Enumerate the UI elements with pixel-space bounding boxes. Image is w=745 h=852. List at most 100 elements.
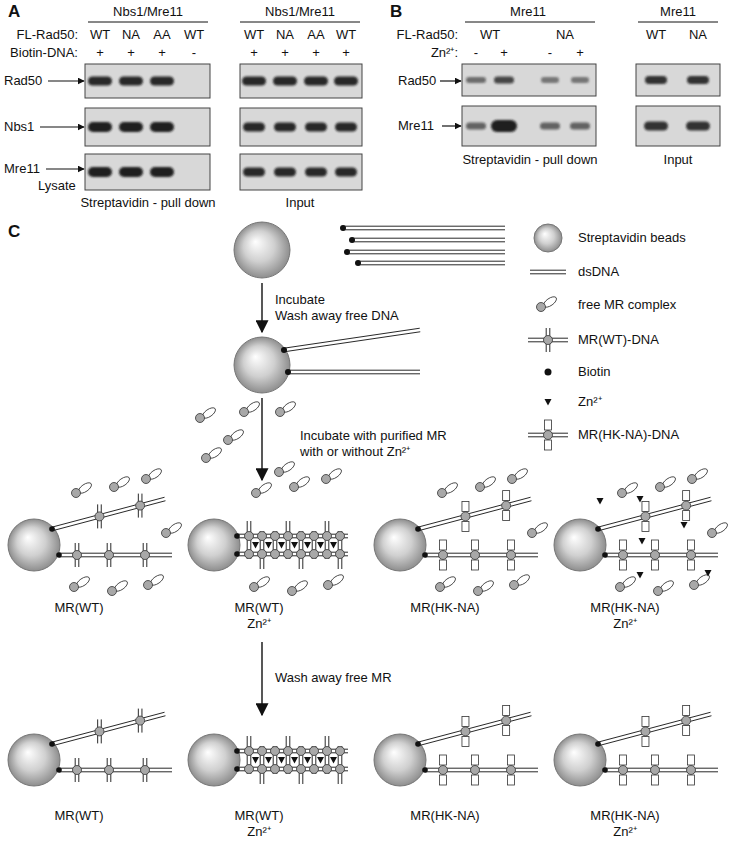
mre11-subunit — [284, 550, 293, 559]
panel-letter: B — [390, 2, 402, 22]
free-mr-complexes — [196, 400, 298, 477]
mre11-subunit — [245, 765, 254, 774]
rad50-hk-na — [503, 706, 510, 716]
figure-label: + — [281, 45, 289, 61]
streptavidin-bead — [8, 519, 60, 571]
biotin-dot — [49, 741, 55, 747]
mre11-subunit — [284, 532, 293, 541]
rad50-hk-na — [472, 560, 479, 570]
mre11-subunit — [439, 766, 448, 775]
dna-strand — [288, 373, 420, 374]
mre11-subunit — [297, 550, 306, 559]
mre11-subunit — [72, 489, 81, 498]
mre11-subunit — [619, 551, 628, 560]
mre11-subunit — [544, 336, 553, 345]
rad50-hk-na — [462, 716, 469, 726]
pointer-arrow — [442, 125, 461, 126]
rad50-hk-na — [652, 775, 659, 785]
dna-strand — [343, 226, 505, 227]
mre11-subunit — [271, 532, 280, 541]
rad50-hk-na — [545, 440, 552, 450]
mre11-subunit — [276, 408, 285, 417]
protein-band — [335, 123, 357, 132]
mre11-subunit — [297, 747, 306, 756]
mre11-subunit — [654, 587, 663, 596]
figure-label: Nbs1/Mre11 — [113, 4, 183, 20]
legend-label: free MR complex — [578, 297, 676, 313]
biotin-dot — [422, 552, 428, 558]
streptavidin-bead — [554, 519, 606, 571]
figure-label: Incubate — [275, 292, 325, 308]
protein-band — [273, 77, 297, 86]
rad50-hk-na — [462, 736, 469, 746]
zinc-ion — [291, 542, 298, 549]
protein-band — [491, 120, 517, 132]
protein-band — [243, 168, 265, 177]
protein-band — [645, 76, 667, 84]
mre11-subunit — [510, 581, 519, 590]
figure-label: + — [312, 45, 320, 61]
streptavidin-bead — [188, 519, 240, 571]
rad50-hk-na — [688, 775, 695, 785]
biotin-dot — [595, 741, 601, 747]
zinc-ion — [291, 757, 298, 764]
mre11-subunit — [507, 766, 516, 775]
dna-strand — [347, 250, 505, 251]
mre11-subunit — [240, 408, 249, 417]
mre11-subunit — [618, 489, 627, 498]
rad50-hk-na — [508, 755, 515, 765]
blot-membrane — [462, 64, 596, 96]
protein-band — [274, 168, 296, 177]
rad50-hk-na — [503, 511, 510, 521]
mre11-subunit — [290, 483, 299, 492]
rad50-hk-na — [472, 540, 479, 550]
legend-label: MR(HK-NA)-DNA — [578, 427, 679, 443]
mre11-subunit — [144, 581, 153, 590]
figure-label: Incubate with purified MR — [300, 428, 447, 444]
mre11-subunit — [110, 483, 119, 492]
blot-strip — [85, 154, 210, 190]
biotin-dot — [285, 369, 291, 375]
figure-label: Mre11 — [398, 118, 434, 134]
zinc-ion — [637, 572, 644, 579]
mre11-subunit — [682, 716, 691, 725]
dna-strand — [358, 261, 505, 262]
pointer-arrow — [40, 126, 84, 127]
biotin-dot — [340, 225, 346, 231]
mre11-subunit — [436, 583, 445, 592]
rad50-hk-na — [620, 540, 627, 550]
bead-dna-complex — [8, 467, 183, 596]
rad50-hk-na — [652, 560, 659, 570]
rad50-hk-na — [620, 560, 627, 570]
mre11-subunit — [336, 550, 345, 559]
mre11-subunit — [687, 551, 696, 560]
zinc-ion — [317, 757, 324, 764]
blot-strip — [85, 64, 210, 98]
rad50-hk-na — [620, 755, 627, 765]
mre11-subunit — [95, 512, 104, 521]
dna-strand — [52, 712, 165, 742]
mre11-subunit — [537, 303, 546, 312]
dna-strand — [598, 497, 711, 527]
legend-label: MR(WT)-DNA — [578, 332, 659, 348]
figure-label: - — [548, 45, 552, 61]
figure-label: MR(HK-NA) Zn²⁺ — [583, 808, 667, 840]
rad50-hk-na — [642, 736, 649, 746]
mre11-subunit — [70, 583, 79, 592]
protein-band — [540, 123, 560, 130]
dna-strand — [347, 253, 505, 254]
mre11-subunit — [471, 766, 480, 775]
dna-strand — [598, 712, 711, 742]
protein-band — [571, 77, 589, 83]
mre11-subunit — [105, 551, 114, 560]
rad50-hk-na — [688, 560, 695, 570]
zinc-ion — [265, 757, 272, 764]
figure-label: WT — [336, 27, 356, 43]
blot-membrane — [240, 154, 362, 190]
figure-label: NA — [689, 27, 707, 43]
pointer-arrow — [440, 80, 461, 81]
rad50-hk-na — [652, 540, 659, 550]
dna-strand — [530, 273, 566, 274]
figure-label: WT — [480, 27, 500, 43]
figure-label: WT — [90, 27, 110, 43]
